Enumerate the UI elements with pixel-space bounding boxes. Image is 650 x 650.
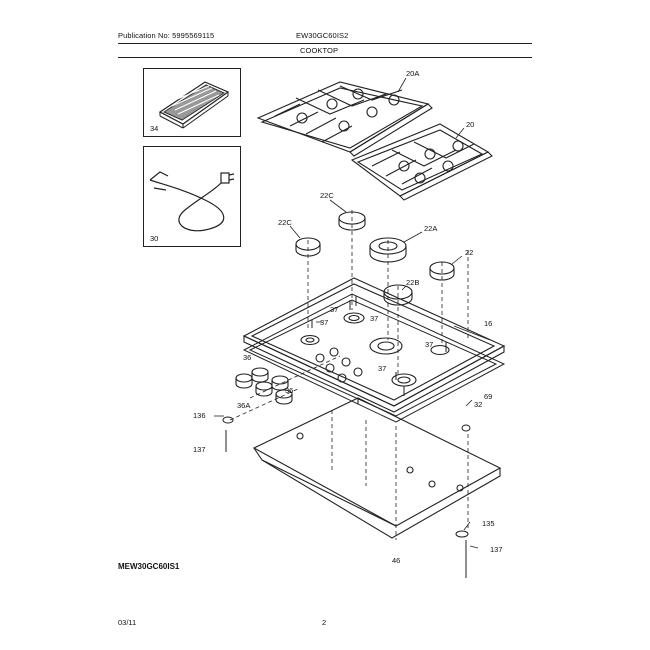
screws-drawing xyxy=(311,296,447,396)
part-label-37-e: 37 xyxy=(378,364,387,373)
publication-number: Publication No: 5995569115 xyxy=(118,31,215,40)
burner-caps-drawing xyxy=(295,211,455,306)
gasket-drawing xyxy=(242,293,506,423)
assembly-lines xyxy=(229,210,469,540)
part-label-22c-top: 22C xyxy=(320,191,334,200)
part-label-36-b: 36 xyxy=(285,386,294,395)
part-label-136: 136 xyxy=(193,411,206,420)
part-label-34: 34 xyxy=(150,124,159,133)
mounting-brackets-drawing xyxy=(222,416,471,578)
model-code: MEW30GC60IS1 xyxy=(118,562,180,571)
part-label-20a: 20A xyxy=(406,69,420,78)
power-cord-drawing xyxy=(149,171,235,232)
part-label-30: 30 xyxy=(150,234,159,243)
part-label-22b: 22B xyxy=(406,278,420,287)
control-knobs-drawing xyxy=(235,367,293,405)
page-number: 2 xyxy=(322,618,327,627)
part-label-36-a: 36 xyxy=(243,353,252,362)
footer-date: 03/11 xyxy=(118,618,137,627)
part-label-69: 69 xyxy=(484,392,493,401)
cooktop-surface-drawing xyxy=(242,277,506,413)
part-label-20: 20 xyxy=(466,120,475,129)
header-rule xyxy=(118,43,532,44)
part-label-32: 32 xyxy=(474,400,483,409)
part-label-22: 22 xyxy=(465,248,474,257)
part-label-46: 46 xyxy=(392,556,401,565)
part-label-137-right: 137 xyxy=(490,545,503,554)
part-label-37-b: 37 xyxy=(320,318,329,327)
part-label-137-left: 137 xyxy=(193,445,206,454)
section-rule xyxy=(118,57,532,58)
model-number: EW30GC60IS2 xyxy=(296,31,349,40)
grate-20a-drawing xyxy=(256,81,433,157)
leader-lines xyxy=(214,77,491,549)
burner-box-drawing xyxy=(252,397,502,539)
griddle-drawing xyxy=(158,81,230,129)
part-label-22c-left: 22C xyxy=(278,218,292,227)
part-label-37-d: 37 xyxy=(425,340,434,349)
section-title: COOKTOP xyxy=(300,46,339,55)
grate-20-drawing xyxy=(350,123,493,201)
part-label-37-a: 37 xyxy=(330,305,339,314)
part-label-135: 135 xyxy=(482,519,495,528)
part-label-36a: 36A xyxy=(237,401,251,410)
part-label-22a: 22A xyxy=(424,224,438,233)
part-label-16: 16 xyxy=(484,319,493,328)
part-label-37-c: 37 xyxy=(370,314,379,323)
